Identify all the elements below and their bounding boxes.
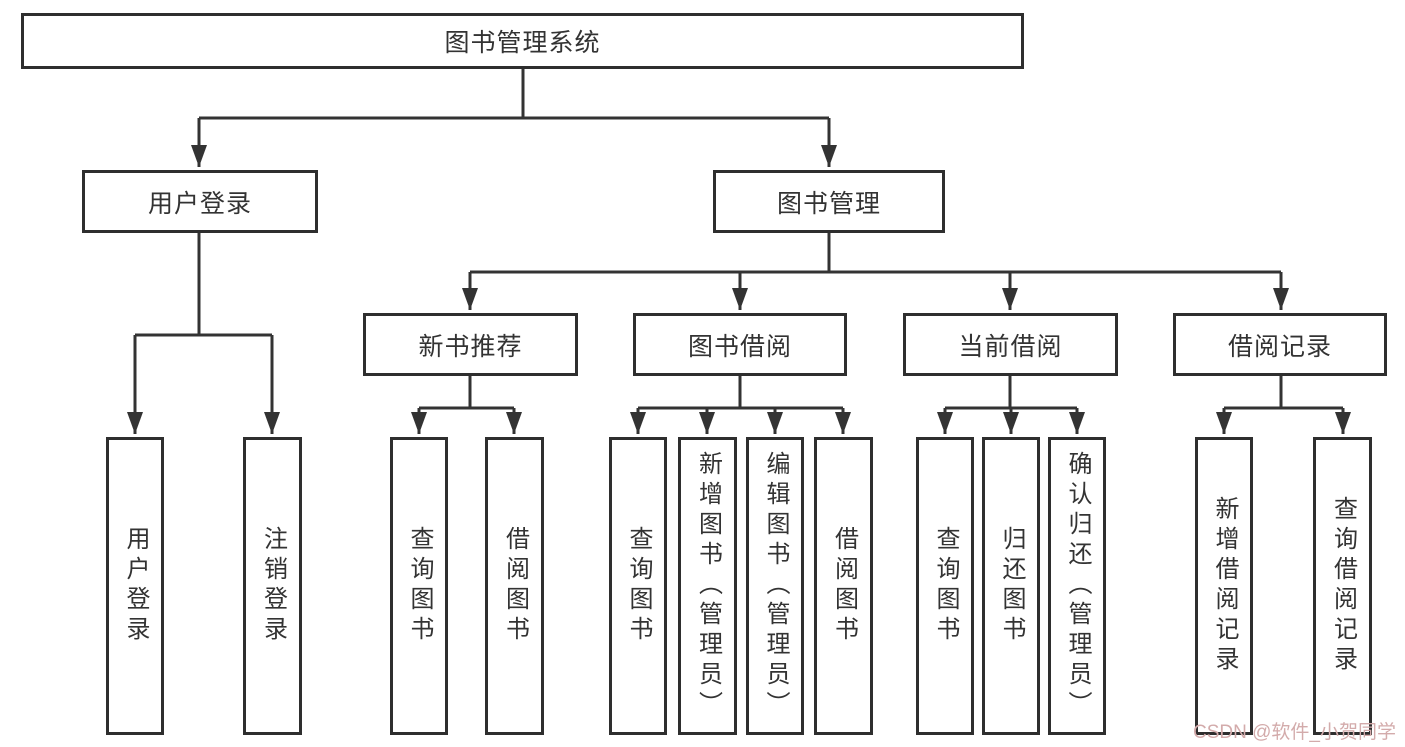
node-book-management: 图书管理 — [713, 170, 945, 233]
leaf-add-book-admin: 新增图书（管理员） — [678, 437, 737, 735]
leaf-query-books-current: 查询图书 — [916, 437, 974, 735]
leaf-add-borrow-record: 新增借阅记录 — [1195, 437, 1253, 735]
node-book-borrow: 图书借阅 — [633, 313, 847, 376]
leaf-query-books-borrow: 查询图书 — [609, 437, 667, 735]
node-new-book-recommend: 新书推荐 — [363, 313, 578, 376]
leaf-confirm-return-admin: 确认归还（管理员） — [1048, 437, 1106, 735]
leaf-query-books-newbooks: 查询图书 — [390, 437, 448, 735]
leaf-borrow-books-borrow: 借阅图书 — [814, 437, 873, 735]
leaf-logout: 注销登录 — [243, 437, 302, 735]
node-current-borrow: 当前借阅 — [903, 313, 1118, 376]
leaf-user-login: 用户登录 — [106, 437, 164, 735]
node-library-system: 图书管理系统 — [21, 13, 1024, 69]
leaf-query-borrow-record: 查询借阅记录 — [1313, 437, 1372, 735]
leaf-edit-book-admin: 编辑图书（管理员） — [746, 437, 804, 735]
leaf-return-books: 归还图书 — [982, 437, 1040, 735]
csdn-watermark: CSDN @软件_小贺同学 — [1193, 722, 1396, 743]
node-user-login: 用户登录 — [82, 170, 318, 233]
leaf-borrow-books-newbooks: 借阅图书 — [485, 437, 544, 735]
node-borrow-records: 借阅记录 — [1173, 313, 1387, 376]
